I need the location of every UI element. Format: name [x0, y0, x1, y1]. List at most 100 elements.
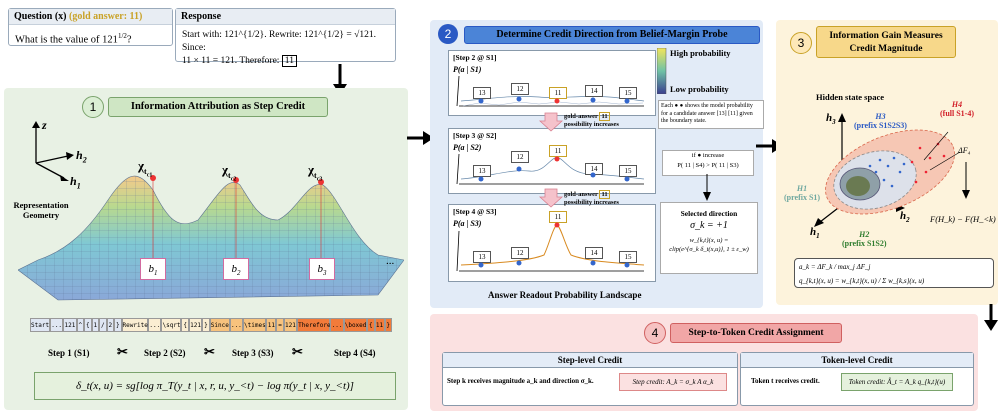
selected-direction-value: σ_k = +1 [690, 220, 728, 231]
token-level-box: Token-level Credit Token t receives cred… [740, 352, 974, 406]
probe-step-1-title: [Step 2 @ S1] [453, 53, 497, 62]
gain-note-1-line-a: gold-answer 11 [564, 112, 619, 121]
arrow-condition-down [703, 174, 711, 201]
clip-weight-line-1: w_{k,t}(x, u) = [689, 237, 729, 244]
panel-4-number: 4 [644, 322, 666, 344]
p3-h2-sub: 2 [906, 216, 910, 225]
cand-13: 13 [473, 87, 491, 99]
base-2-b: b [231, 263, 238, 275]
cand-13: 13 [473, 165, 491, 177]
axis-h2-label: h2 [76, 148, 87, 164]
panel-3-number: 3 [790, 32, 812, 54]
step-4-label: Step 4 (S4) [334, 348, 376, 358]
H1-sub: (prefix S1) [784, 193, 821, 202]
axis-h1-sub: 1 [76, 181, 81, 191]
base-box-3: b3 [309, 258, 335, 280]
token: \sqrt [161, 318, 182, 332]
probability-colorbar [657, 48, 667, 94]
token: Start [30, 318, 50, 332]
arrow-panel3-to-panel4 [984, 304, 998, 331]
token-strip: Start...121^{1/2}Rewrite...\sqrt{121}Sin… [30, 318, 392, 332]
step-level-title: Step-level Credit [443, 353, 737, 368]
selected-direction-box: Selected direction σ_k = +1 w_{k,t}(x, u… [660, 202, 758, 274]
base-box-2: b2 [223, 258, 249, 280]
response-header: Response [176, 9, 395, 25]
probe-step-3-p: P(a | S3) [453, 219, 482, 228]
peak-label-1: χtc1 [138, 158, 152, 178]
token: = [276, 318, 284, 332]
token: ... [49, 318, 64, 332]
question-text-main: What is the value of 121 [15, 34, 118, 46]
cand-11-gold: 11 [549, 211, 567, 223]
response-box: Response Start with: 121^{1/2}. Rewrite:… [175, 8, 396, 67]
probe-step-1-dots [478, 96, 630, 104]
probe-step-3-title: [Step 4 @ S3] [453, 207, 497, 216]
peak-label-2: χtc2 [222, 162, 236, 182]
question-text: What is the value of 1211/2? [9, 25, 172, 52]
token: 1 [91, 318, 100, 332]
panel-2-title: Determine Credit Direction from Belief-M… [464, 26, 760, 44]
selected-direction-label: Selected direction [680, 209, 738, 218]
panel-2-number: 2 [438, 24, 458, 44]
token: } [114, 318, 122, 332]
token: ... [148, 318, 162, 332]
panel-1-number: 1 [82, 96, 104, 118]
token: ... [229, 318, 244, 332]
H3-name: H3 [875, 112, 886, 121]
scissors-icon: ✂ [117, 344, 128, 359]
token-level-title: Token-level Credit [741, 353, 973, 368]
peak-label-3-chi: χ [308, 162, 315, 177]
base-2-sub: 2 [237, 269, 241, 278]
h3-main: h [826, 112, 833, 124]
base-3-b: b [317, 263, 324, 275]
scissors-icon: ✂ [292, 344, 303, 359]
token: Rewrite [121, 318, 149, 332]
token: { [181, 318, 189, 332]
peak-label-2-c: c2 [230, 176, 237, 183]
delta-formula: δ_t(x, u) = sg[log π_T(y_t | x, r, u, y_… [34, 372, 396, 400]
cand-12: 12 [511, 247, 529, 259]
token: / [99, 318, 107, 332]
base-1-sub: 1 [154, 269, 158, 278]
token: } [202, 318, 210, 332]
gain-note-1b: possibility increases [564, 120, 619, 128]
token: ^ [76, 318, 85, 332]
H4-label: H4(full S1-4) [940, 100, 974, 118]
cand-14: 14 [585, 85, 603, 97]
probe-step-2-title: [Step 3 @ S2] [453, 131, 497, 140]
H2-name: H2 [859, 230, 870, 239]
axis-h1-main: h [70, 174, 77, 188]
pink-arrow-1 [538, 112, 564, 132]
arrow-panel1-to-panel2 [407, 131, 434, 145]
axis-h3-label: h3 [826, 112, 836, 126]
question-box: Question (x) (gold answer: 11) What is t… [8, 8, 173, 46]
axes-3d [32, 121, 74, 181]
cand-15: 15 [619, 87, 637, 99]
gain-note-1-gold: 11 [599, 112, 610, 121]
f-difference: F(H_k) − F(H_<k) [930, 214, 996, 224]
gain-note-2-line-a: gold-answer 11 [564, 190, 619, 199]
axis-h1-label-3d: h1 [810, 226, 820, 240]
gain-note-2b: possibility increases [564, 198, 619, 206]
probe-step-2-p: P(a | S2) [453, 143, 482, 152]
axis-h2-label-3d: h2 [900, 210, 910, 224]
probe-step-panel-2: [Step 3 @ S2] P(a | S2) 13 12 11 14 15 [448, 128, 656, 194]
landscape-label: Answer Readout Probability Landscape [488, 290, 642, 300]
gain-note-1: gold-answer 11 possibility increases [564, 112, 619, 128]
probe-step-3-dots [478, 222, 630, 268]
token: \times [243, 318, 267, 332]
panel-3-title: Information Gain Measures Credit Magnitu… [816, 26, 956, 58]
probe-step-2-dots [478, 156, 630, 182]
peak-point-1 [150, 175, 156, 181]
response-line-2: 11 × 11 = 121. Therefore: [182, 56, 280, 66]
step-credit-formula: Step credit: A_k = σ_k A α_k [619, 373, 727, 391]
H2-sub: (prefix S1S2) [842, 239, 887, 248]
panel-1-title: Information Attribution as Step Credit [108, 97, 328, 117]
delta-f4-label: ΔF₄ [958, 146, 971, 155]
peak-point-2 [233, 177, 239, 183]
peak-label-1-chi: χ [138, 158, 145, 173]
scissors-icon: ✂ [204, 344, 215, 359]
panel-1-title-text: Information Attribution as Step Credit [130, 101, 306, 112]
token: { [84, 318, 92, 332]
p3-h1-main: h [810, 226, 817, 238]
